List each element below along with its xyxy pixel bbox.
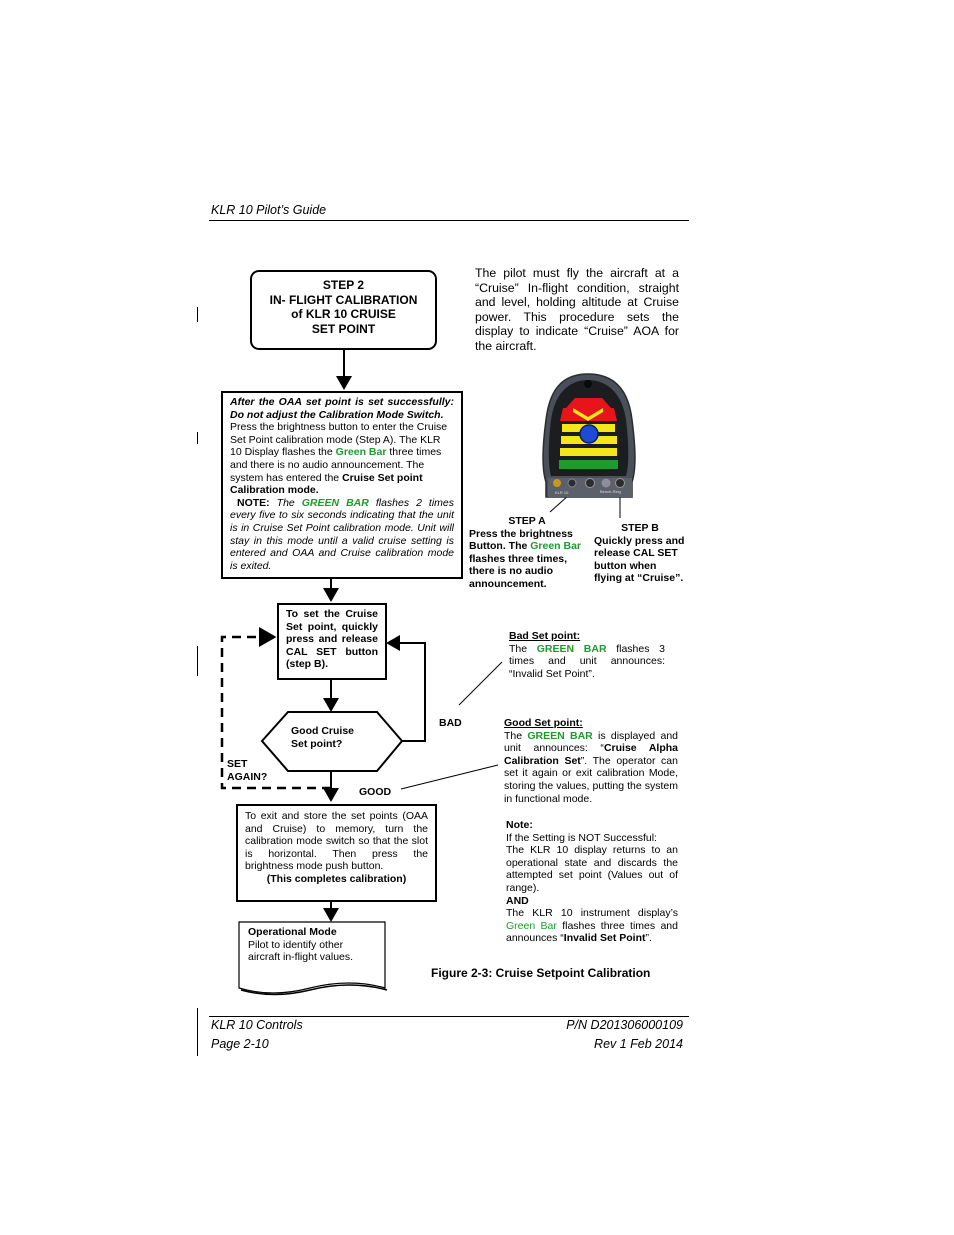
instructions-box: After the OAA set point is set successfu… bbox=[221, 391, 463, 579]
note3-text-a: The KLR 10 instrument display’s bbox=[506, 907, 678, 919]
step2-line2: IN- FLIGHT CALIBRATION bbox=[252, 293, 435, 308]
note-block: Note: If the Setting is NOT Successful: … bbox=[506, 819, 678, 945]
step-a-green-bar: Green Bar bbox=[530, 540, 581, 552]
step-a-text-b: flashes three times, there is no audio a… bbox=[469, 553, 567, 590]
instructions-paragraph: Press the brightness button to enter the… bbox=[230, 421, 454, 497]
step2-box: STEP 2 IN- FLIGHT CALIBRATION of KLR 10 … bbox=[250, 270, 437, 350]
step-a-text: Press the brightness Button. The Green B… bbox=[469, 528, 589, 591]
good-set-text: The GREEN BAR is displayed and unit anno… bbox=[504, 730, 678, 806]
note3-text-c: ”. bbox=[645, 932, 651, 944]
note3-bold: Invalid Set Point bbox=[564, 932, 646, 944]
footer-part-number: P/N D201306000109 bbox=[566, 1018, 683, 1032]
op-mode-title: Operational Mode bbox=[248, 926, 378, 939]
footer-rule bbox=[209, 1016, 689, 1017]
step2-line1: STEP 2 bbox=[252, 278, 435, 293]
bad-green-bar: GREEN BAR bbox=[537, 643, 607, 655]
decision-text: Good Cruise Set point? bbox=[291, 725, 354, 750]
bad-label: BAD bbox=[439, 717, 462, 730]
good-set-title: Good Set point: bbox=[504, 717, 678, 730]
footer-section: KLR 10 Controls bbox=[211, 1018, 303, 1032]
note-text-a: The bbox=[270, 497, 302, 509]
bad-set-callout: Bad Set point: The GREEN BAR flashes 3 t… bbox=[509, 630, 665, 680]
operational-mode: Operational Mode Pilot to identify other… bbox=[248, 926, 378, 964]
decision-line1: Good Cruise bbox=[291, 725, 354, 738]
step-a-callout: STEP A Press the brightness Button. The … bbox=[469, 515, 589, 591]
good-label: GOOD bbox=[359, 786, 391, 799]
note3-green-bar: Green Bar bbox=[506, 920, 557, 932]
note-text3: The KLR 10 instrument display’s Green Ba… bbox=[506, 907, 678, 945]
note-text1: If the Setting is NOT Successful: bbox=[506, 832, 678, 845]
step2-line3: of KLR 10 CRUISE bbox=[252, 307, 435, 322]
intro-paragraph: The pilot must fly the aircraft at a “Cr… bbox=[475, 266, 679, 354]
step2-line4: SET POINT bbox=[252, 322, 435, 337]
bad-set-text: The GREEN BAR flashes 3 times and unit a… bbox=[509, 643, 665, 681]
bad-set-title: Bad Set point: bbox=[509, 630, 665, 643]
set-again-label: SET AGAIN? bbox=[227, 758, 267, 783]
instructions-heading: After the OAA set point is set successfu… bbox=[230, 396, 454, 421]
step-b-text: Quickly press and release CAL SET button… bbox=[594, 535, 686, 585]
instructions-note: NOTE: The GREEN BAR flashes 2 times ever… bbox=[230, 497, 454, 573]
exit-box-bold: (This completes calibration) bbox=[245, 873, 428, 886]
bad-text-a: The bbox=[509, 643, 537, 655]
set-cruise-box: To set the Cruise Set point, quickly pre… bbox=[277, 603, 387, 680]
exit-box: To exit and store the set points (OAA an… bbox=[236, 804, 437, 902]
decision-line2: Set point? bbox=[291, 738, 354, 751]
note-label: NOTE: bbox=[237, 497, 270, 509]
instr-green-bar: Green Bar bbox=[336, 446, 387, 458]
footer-page: Page 2-10 bbox=[211, 1037, 269, 1051]
note-title: Note: bbox=[506, 819, 678, 832]
good-text-a: The bbox=[504, 730, 527, 742]
exit-box-text: To exit and store the set points (OAA an… bbox=[245, 810, 428, 873]
step-b-callout: STEP B Quickly press and release CAL SET… bbox=[594, 522, 686, 585]
figure-caption: Figure 2-3: Cruise Setpoint Calibration bbox=[431, 966, 650, 980]
op-mode-text: Pilot to identify other aircraft in-flig… bbox=[248, 939, 378, 964]
note-green-bar: GREEN BAR bbox=[302, 497, 369, 509]
step-b-title: STEP B bbox=[594, 522, 686, 535]
set-again-line1: SET bbox=[227, 758, 267, 771]
set-again-line2: AGAIN? bbox=[227, 771, 267, 784]
note-text2: The KLR 10 display returns to an operati… bbox=[506, 844, 678, 894]
note-and: AND bbox=[506, 895, 678, 908]
good-set-callout: Good Set point: The GREEN BAR is display… bbox=[504, 717, 678, 805]
footer-revision: Rev 1 Feb 2014 bbox=[594, 1037, 683, 1051]
good-green-bar: GREEN BAR bbox=[527, 730, 592, 742]
step-a-title: STEP A bbox=[469, 515, 589, 528]
